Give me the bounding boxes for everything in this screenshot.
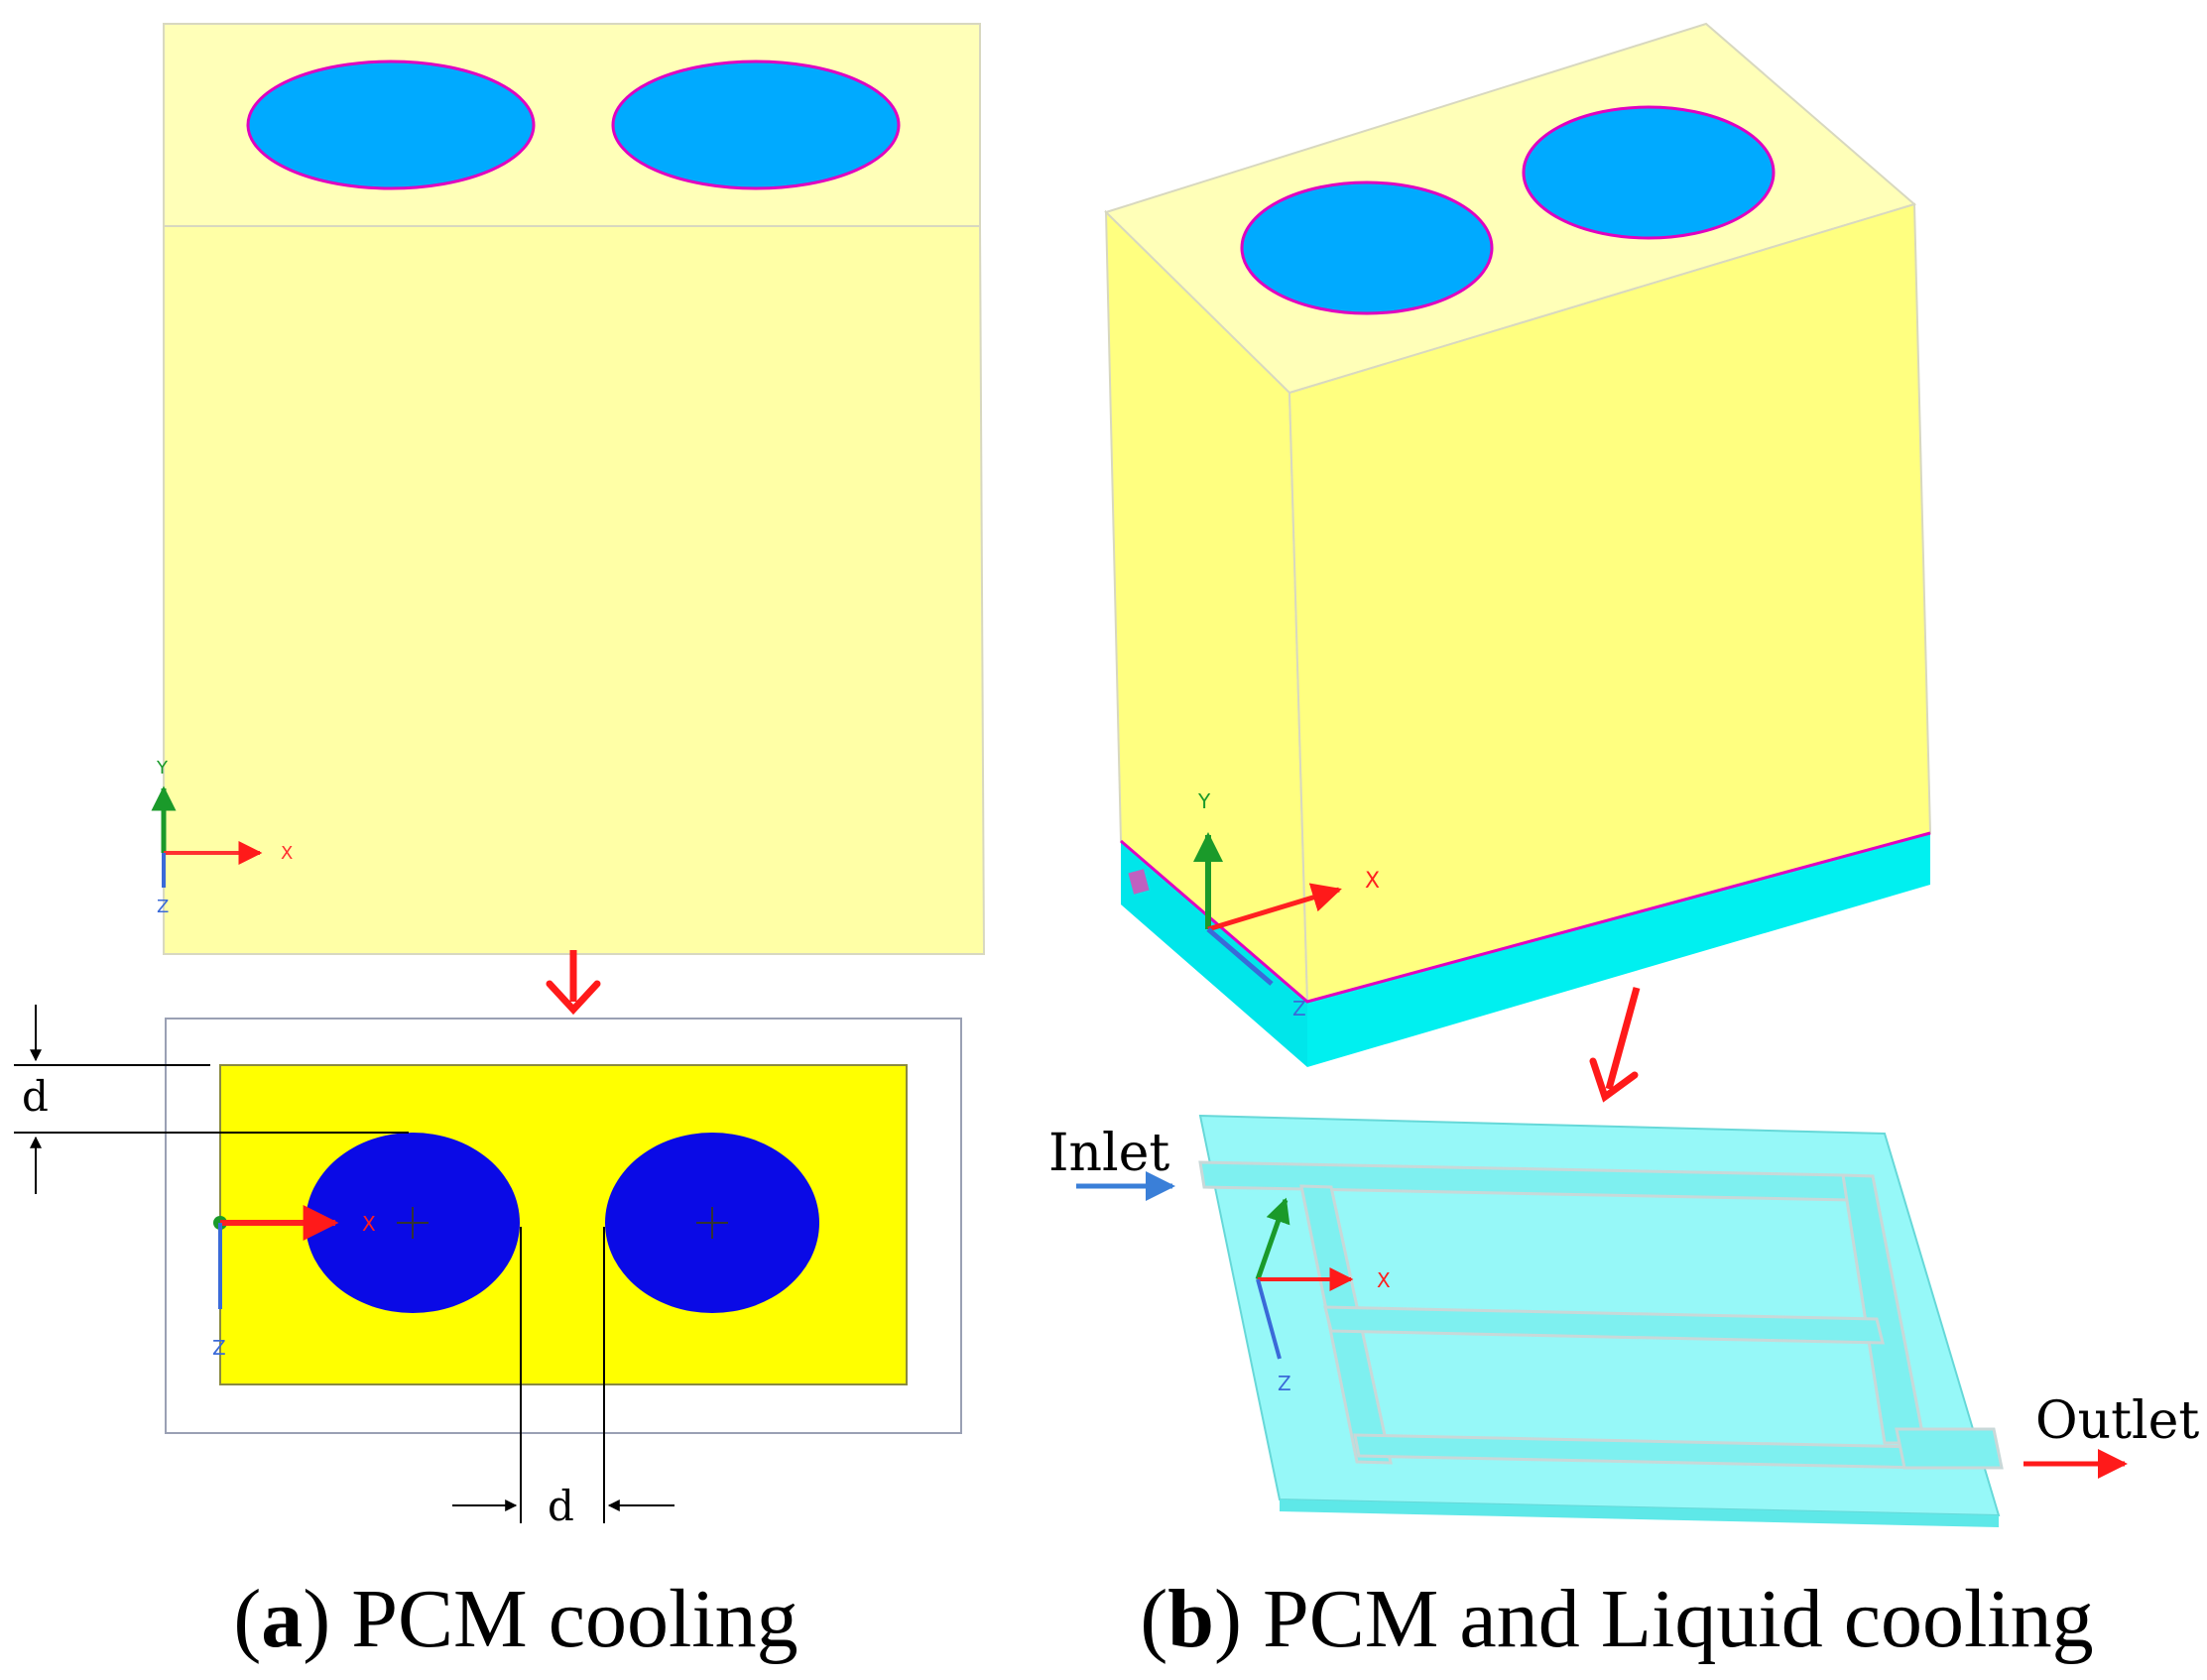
section-arrow-a xyxy=(546,950,601,1016)
outlet-label: Outlet xyxy=(2035,1391,2199,1451)
caption-letter: a xyxy=(261,1573,304,1665)
axis-label-y: Y xyxy=(156,758,169,779)
axis-label-x: X xyxy=(1365,869,1380,894)
dimension-vertical xyxy=(14,1005,409,1194)
panel-a: Y X Z X Z xyxy=(14,23,986,1530)
axis-label-x: X xyxy=(362,1212,376,1236)
axis-triad-3d-b: Y X Z xyxy=(1193,789,1380,1020)
pcm-block-front-face xyxy=(163,225,986,955)
battery-cell-top-left xyxy=(1240,180,1494,315)
axis-label-z: Z xyxy=(1292,997,1306,1020)
axis-label-z: Z xyxy=(212,1336,226,1360)
cooling-plate-left-band xyxy=(1121,841,1307,1067)
section-arrow-b xyxy=(1589,987,1641,1103)
cooling-plate-edge xyxy=(1280,1500,1999,1527)
caption-text: PCM cooling xyxy=(351,1573,798,1665)
caption-panel-a: (a) PCM cooling xyxy=(233,1573,798,1665)
cell-center-marks xyxy=(397,1207,728,1239)
axis-label-x: X xyxy=(1377,1268,1391,1292)
caption-panel-b: (b) PCM and Liquid cooling xyxy=(1140,1573,2094,1665)
axis-triad-plate: X Z xyxy=(1255,1197,1391,1395)
panel-b: Y X Z X Z Inlet Ou xyxy=(1048,22,2199,1527)
dimension-label-vertical: d xyxy=(22,1072,49,1121)
axis-label-z: Z xyxy=(157,897,169,917)
coolant-channel xyxy=(1198,1160,2004,1470)
axis-triad-2d-a: X Z xyxy=(212,1205,376,1360)
plate-port-marker xyxy=(1128,869,1150,895)
battery-cell-top-left xyxy=(246,60,536,190)
caption-letter: b xyxy=(1167,1573,1215,1665)
battery-cell-top-right xyxy=(611,60,901,190)
axis-triad-3d-a: Y X Z xyxy=(151,758,293,917)
axis-label-x: X xyxy=(281,843,293,864)
axis-label-z: Z xyxy=(1278,1372,1291,1395)
dimension-label-horizontal: d xyxy=(548,1482,574,1530)
dimension-horizontal xyxy=(452,1227,674,1523)
inlet-label: Inlet xyxy=(1048,1124,1169,1183)
axis-label-y: Y xyxy=(1197,789,1211,813)
cooling-plate-front-band xyxy=(1307,833,1930,1067)
caption-text: PCM and Liquid cooling xyxy=(1263,1573,2094,1665)
battery-cell-top-right xyxy=(1522,105,1776,240)
